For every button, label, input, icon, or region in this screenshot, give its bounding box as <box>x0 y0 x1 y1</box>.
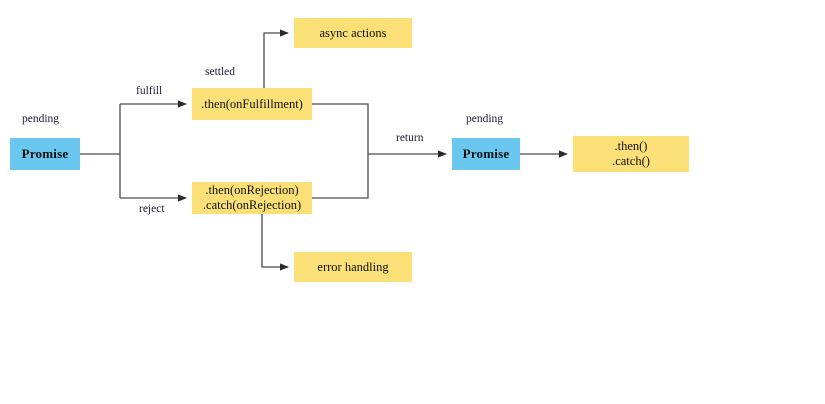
connector-error-handling <box>261 214 289 271</box>
node-then-on-fulfillment: .then(onFulfillment) <box>192 88 312 120</box>
node-error-handling: error handling <box>294 252 412 282</box>
node-label: Promise <box>462 146 510 162</box>
node-label-line-1: .then() <box>614 139 648 154</box>
label-pending-returned: pending <box>466 113 504 125</box>
connector-settled-async-actions <box>263 29 289 88</box>
node-promise-returned: Promise <box>452 138 520 170</box>
node-label: async actions <box>319 25 387 40</box>
node-async-actions: async actions <box>294 18 412 48</box>
node-label-line-2: .catch() <box>612 154 650 168</box>
connector-merge-bus <box>312 103 369 199</box>
node-label-line-1: .then(onRejection) <box>205 183 299 198</box>
label-settled: settled <box>205 66 236 78</box>
node-label: .then(onFulfillment) <box>201 96 303 111</box>
node-label: error handling <box>317 259 389 274</box>
label-fulfill: fulfill <box>136 85 163 97</box>
node-promise-initial: Promise <box>10 138 80 170</box>
label-pending-initial: pending <box>22 113 60 125</box>
label-reject: reject <box>139 203 165 215</box>
node-label-line-2: .catch(onRejection) <box>202 198 302 212</box>
node-then-catch-on-rejection: .then(onRejection) .catch(onRejection) <box>192 182 312 214</box>
node-label: Promise <box>21 146 69 162</box>
label-return: return <box>396 132 424 144</box>
node-then-catch-chain: .then() .catch() <box>573 136 689 172</box>
